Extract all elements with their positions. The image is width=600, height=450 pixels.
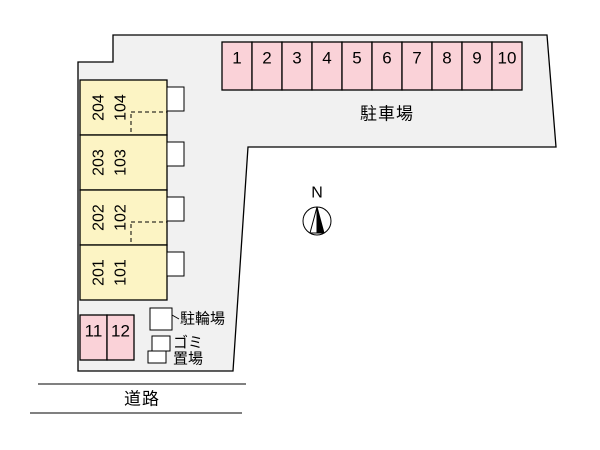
parking-space-number: 12	[111, 322, 130, 341]
parking-space-number: 10	[498, 49, 517, 68]
parking-space	[401, 41, 433, 91]
compass-needle-east	[316, 206, 325, 234]
parking-space-number: 9	[472, 49, 481, 68]
stairs-dashed-outline	[130, 111, 168, 136]
parking-space-number: 5	[352, 49, 361, 68]
parking-space	[106, 314, 135, 361]
stairs-dashed-outline	[130, 221, 168, 246]
garbage-box	[151, 335, 171, 352]
south-parking: 11 12	[79, 314, 135, 361]
parking-space	[311, 41, 343, 91]
building-unit	[79, 79, 168, 136]
balcony	[166, 141, 185, 167]
garbage-area: ゴミ 置場	[147, 334, 203, 368]
site-outline	[77, 34, 557, 372]
building-unit	[79, 189, 168, 246]
parking-space-number: 7	[412, 49, 421, 68]
room-number-2f: 204	[91, 94, 108, 121]
room-number-2f: 202	[91, 204, 108, 231]
bicycle-parking-label: 駐輪場	[180, 311, 225, 328]
parking-space-number: 2	[262, 49, 271, 68]
parking-space	[281, 41, 313, 91]
balcony	[166, 196, 185, 222]
road-label: 道路	[124, 390, 160, 409]
room-number-1f: 104	[113, 94, 130, 121]
parking-space	[79, 314, 108, 361]
parking-space-number: 1	[232, 49, 241, 68]
leader-line	[171, 314, 180, 320]
balcony	[166, 86, 185, 112]
parking-space	[431, 41, 463, 91]
parking-space-number: 3	[292, 49, 301, 68]
parking-lot-label: 駐車場	[360, 105, 414, 124]
bicycle-parking: 駐輪場	[149, 307, 225, 331]
building: 204 104 203 103 202 102 201 101	[79, 79, 185, 301]
parking-space	[461, 41, 493, 91]
bicycle-parking-box	[149, 307, 173, 331]
room-number-2f: 201	[91, 259, 108, 286]
parking-space	[371, 41, 403, 91]
parking-row: 1 2 3 4 5 6 7 8 9 10 駐車場	[221, 41, 523, 124]
room-number-1f: 101	[113, 259, 130, 286]
garbage-label-line1: ゴミ	[173, 334, 203, 352]
parking-space-number: 11	[85, 322, 103, 341]
parking-space	[491, 41, 523, 91]
parking-space-number: 4	[322, 49, 331, 68]
compass: N	[302, 185, 332, 236]
garbage-label-line2: 置場	[173, 351, 203, 368]
balcony	[166, 251, 185, 277]
parking-space-number: 6	[382, 49, 391, 68]
room-number-1f: 103	[113, 149, 130, 176]
road: 道路	[30, 383, 246, 414]
room-number-1f: 102	[113, 204, 130, 231]
compass-north-label: N	[311, 185, 323, 202]
parking-space-number: 8	[442, 49, 451, 68]
garbage-box	[147, 350, 167, 364]
room-number-2f: 203	[91, 149, 108, 176]
